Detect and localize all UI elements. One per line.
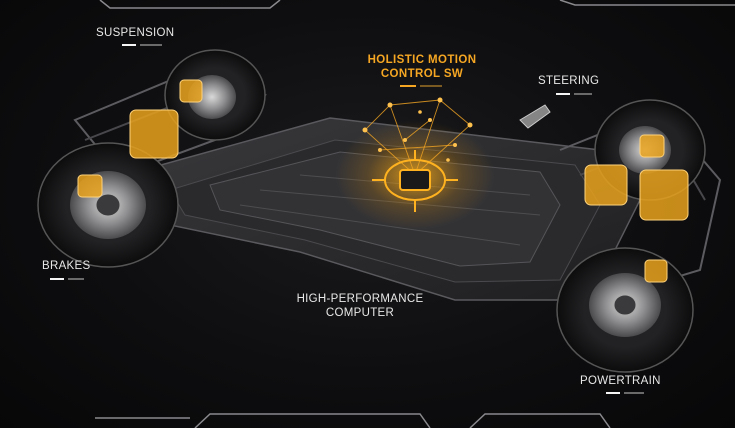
label-holistic-motion-control-sw: HOLISTIC MOTION CONTROL SW: [362, 53, 482, 81]
label-steering-underline: [556, 93, 592, 95]
label-holistic-line1: HOLISTIC MOTION: [367, 54, 477, 66]
label-steering: STEERING: [538, 75, 600, 87]
label-powertrain-underline: [606, 392, 644, 394]
label-brakes-underline: [50, 278, 84, 280]
highlighted-components: [77, 79, 689, 283]
label-suspension: SUSPENSION: [96, 27, 175, 39]
label-computer-line1: HIGH-PERFORMANCE: [296, 293, 424, 305]
label-computer-line2: COMPUTER: [325, 307, 395, 319]
label-powertrain: POWERTRAIN: [580, 375, 661, 387]
label-brakes: BRAKES: [42, 260, 91, 272]
label-holistic-line2: CONTROL SW: [380, 68, 464, 80]
label-suspension-underline: [122, 44, 162, 46]
control-sw-network: [335, 97, 495, 230]
label-holistic-underline: [400, 85, 442, 87]
label-high-performance-computer: HIGH-PERFORMANCE COMPUTER: [290, 292, 430, 320]
rear-left-wheel: [556, 247, 694, 373]
front-left-wheel: [37, 142, 179, 268]
